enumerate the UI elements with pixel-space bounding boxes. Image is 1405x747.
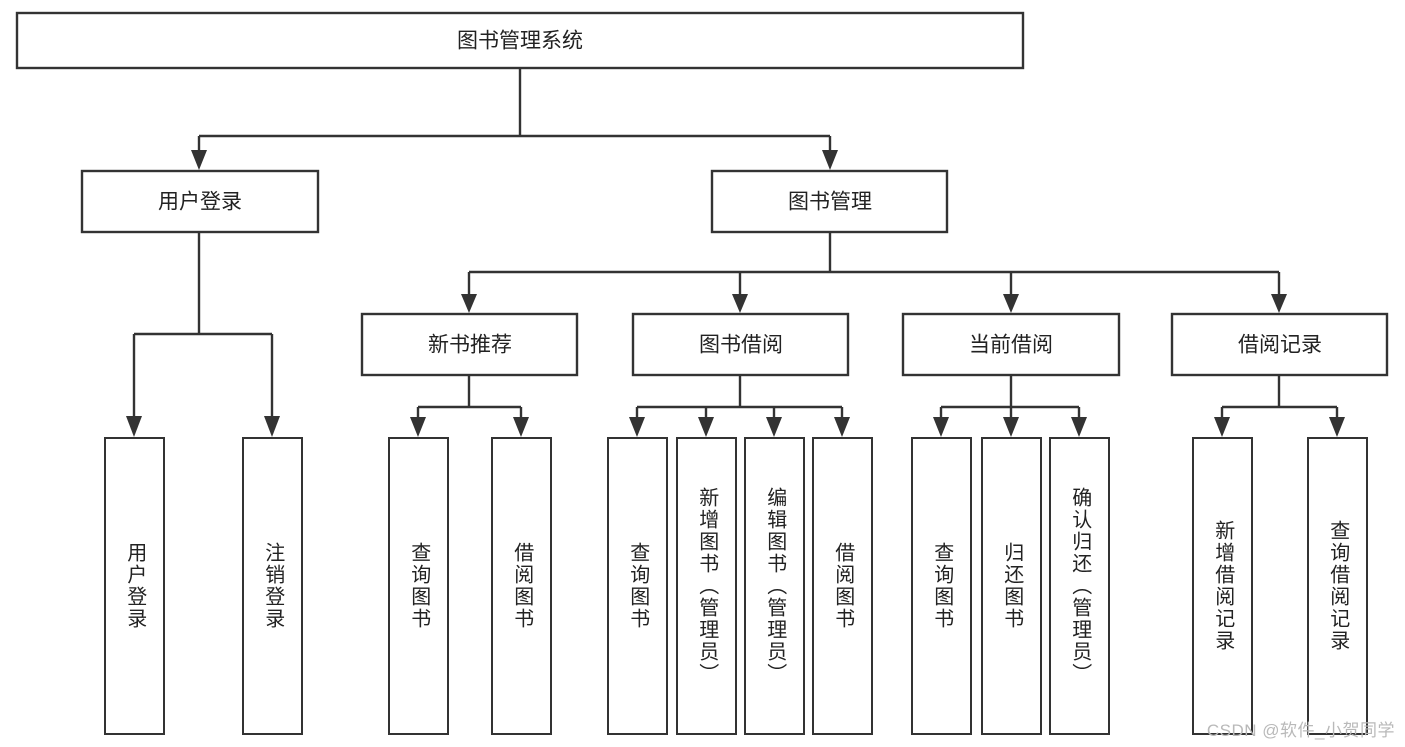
node-leaf-return-book-label: 归还图书 bbox=[1000, 542, 1023, 630]
arrow-head-leaf-return-book bbox=[1003, 417, 1019, 437]
node-user-login[interactable]: 用户登录 bbox=[80, 169, 320, 234]
node-leaf-confirm-return-label: 确认归还（管理员） bbox=[1068, 487, 1091, 685]
node-leaf-logout-login-label: 注销登录 bbox=[261, 542, 284, 630]
node-book-management[interactable]: 图书管理 bbox=[710, 169, 949, 234]
node-current-borrow[interactable]: 当前借阅 bbox=[901, 312, 1121, 377]
node-leaf-query-book-2-label: 查询图书 bbox=[626, 542, 649, 630]
node-leaf-user-login-label: 用户登录 bbox=[123, 542, 146, 630]
node-new-book-recommend[interactable]: 新书推荐 bbox=[360, 312, 579, 377]
node-current-borrow-box[interactable] bbox=[901, 312, 1121, 377]
node-new-book-recommend-box[interactable] bbox=[360, 312, 579, 377]
connector-group-root bbox=[191, 68, 838, 170]
arrow-head-leaf-query-book-2 bbox=[629, 417, 645, 437]
node-book-management-label: 图书管理 bbox=[788, 191, 872, 214]
arrow-head-leaf-logout-login bbox=[264, 416, 280, 437]
arrow-head-leaf-query-record bbox=[1329, 417, 1345, 437]
node-user-login-label: 用户登录 bbox=[158, 191, 242, 214]
node-leaf-borrow-book-1[interactable]: 借阅图书 bbox=[491, 437, 552, 735]
node-borrow-record[interactable]: 借阅记录 bbox=[1170, 312, 1389, 377]
node-leaf-borrow-book-1-label: 借阅图书 bbox=[510, 542, 533, 630]
arrow-head-book-borrow bbox=[732, 294, 748, 313]
node-leaf-return-book[interactable]: 归还图书 bbox=[981, 437, 1042, 735]
node-leaf-query-book-3[interactable]: 查询图书 bbox=[911, 437, 972, 735]
node-leaf-borrow-book-2[interactable]: 借阅图书 bbox=[812, 437, 873, 735]
arrow-head-leaf-borrow-book-1 bbox=[513, 417, 529, 437]
node-leaf-query-book-3-label: 查询图书 bbox=[930, 542, 953, 630]
node-leaf-add-book-label: 新增图书（管理员） bbox=[695, 487, 718, 685]
arrow-head-leaf-confirm-return bbox=[1071, 417, 1087, 437]
arrow-head-user-login bbox=[191, 150, 207, 170]
node-root[interactable]: 图书管理系统 bbox=[15, 11, 1025, 70]
node-leaf-borrow-book-2-label: 借阅图书 bbox=[831, 542, 854, 630]
node-book-borrow-box[interactable] bbox=[631, 312, 850, 377]
node-root-label: 图书管理系统 bbox=[457, 30, 583, 53]
arrow-head-borrow-record bbox=[1271, 294, 1287, 313]
node-leaf-edit-book[interactable]: 编辑图书（管理员） bbox=[744, 437, 805, 735]
node-borrow-record-label: 借阅记录 bbox=[1238, 334, 1322, 357]
node-leaf-query-record-label: 查询借阅记录 bbox=[1326, 520, 1349, 652]
node-leaf-query-record[interactable]: 查询借阅记录 bbox=[1307, 437, 1368, 735]
node-leaf-edit-book-label: 编辑图书（管理员） bbox=[763, 487, 786, 685]
arrow-head-leaf-query-book-3 bbox=[933, 417, 949, 437]
node-leaf-query-book-1[interactable]: 查询图书 bbox=[388, 437, 449, 735]
connector-group-book-management bbox=[461, 232, 1287, 313]
node-leaf-add-record-label: 新增借阅记录 bbox=[1211, 520, 1234, 652]
node-user-login-box[interactable] bbox=[80, 169, 320, 234]
node-book-management-box[interactable] bbox=[710, 169, 949, 234]
arrow-head-leaf-add-book bbox=[698, 417, 714, 437]
node-leaf-user-login[interactable]: 用户登录 bbox=[104, 437, 165, 735]
connector-group-borrow-record bbox=[1214, 376, 1345, 437]
arrow-head-leaf-add-record bbox=[1214, 417, 1230, 437]
node-leaf-add-record[interactable]: 新增借阅记录 bbox=[1192, 437, 1253, 735]
node-leaf-confirm-return[interactable]: 确认归还（管理员） bbox=[1049, 437, 1110, 735]
node-book-borrow-label: 图书借阅 bbox=[699, 334, 783, 357]
node-root-box[interactable] bbox=[15, 11, 1025, 70]
node-leaf-query-book-1-label: 查询图书 bbox=[407, 542, 430, 630]
arrow-head-leaf-user-login bbox=[126, 416, 142, 437]
node-leaf-logout-login[interactable]: 注销登录 bbox=[242, 437, 303, 735]
node-borrow-record-box[interactable] bbox=[1170, 312, 1389, 377]
connector-group-book-borrow bbox=[629, 376, 850, 437]
node-leaf-query-book-2[interactable]: 查询图书 bbox=[607, 437, 668, 735]
connector-group-current-borrow bbox=[933, 376, 1087, 437]
arrow-head-new-book-recommend bbox=[461, 294, 477, 313]
arrow-head-leaf-query-book-1 bbox=[410, 417, 426, 437]
node-leaf-add-book[interactable]: 新增图书（管理员） bbox=[676, 437, 737, 735]
arrow-head-book-management bbox=[822, 150, 838, 170]
node-current-borrow-label: 当前借阅 bbox=[969, 334, 1053, 357]
arrow-head-current-borrow bbox=[1003, 294, 1019, 313]
node-book-borrow[interactable]: 图书借阅 bbox=[631, 312, 850, 377]
node-new-book-recommend-label: 新书推荐 bbox=[428, 334, 512, 357]
connector-group-user-login bbox=[126, 232, 280, 437]
arrow-head-leaf-borrow-book-2 bbox=[834, 417, 850, 437]
connector-group-new-book-recommend bbox=[410, 376, 529, 437]
arrow-head-leaf-edit-book bbox=[766, 417, 782, 437]
